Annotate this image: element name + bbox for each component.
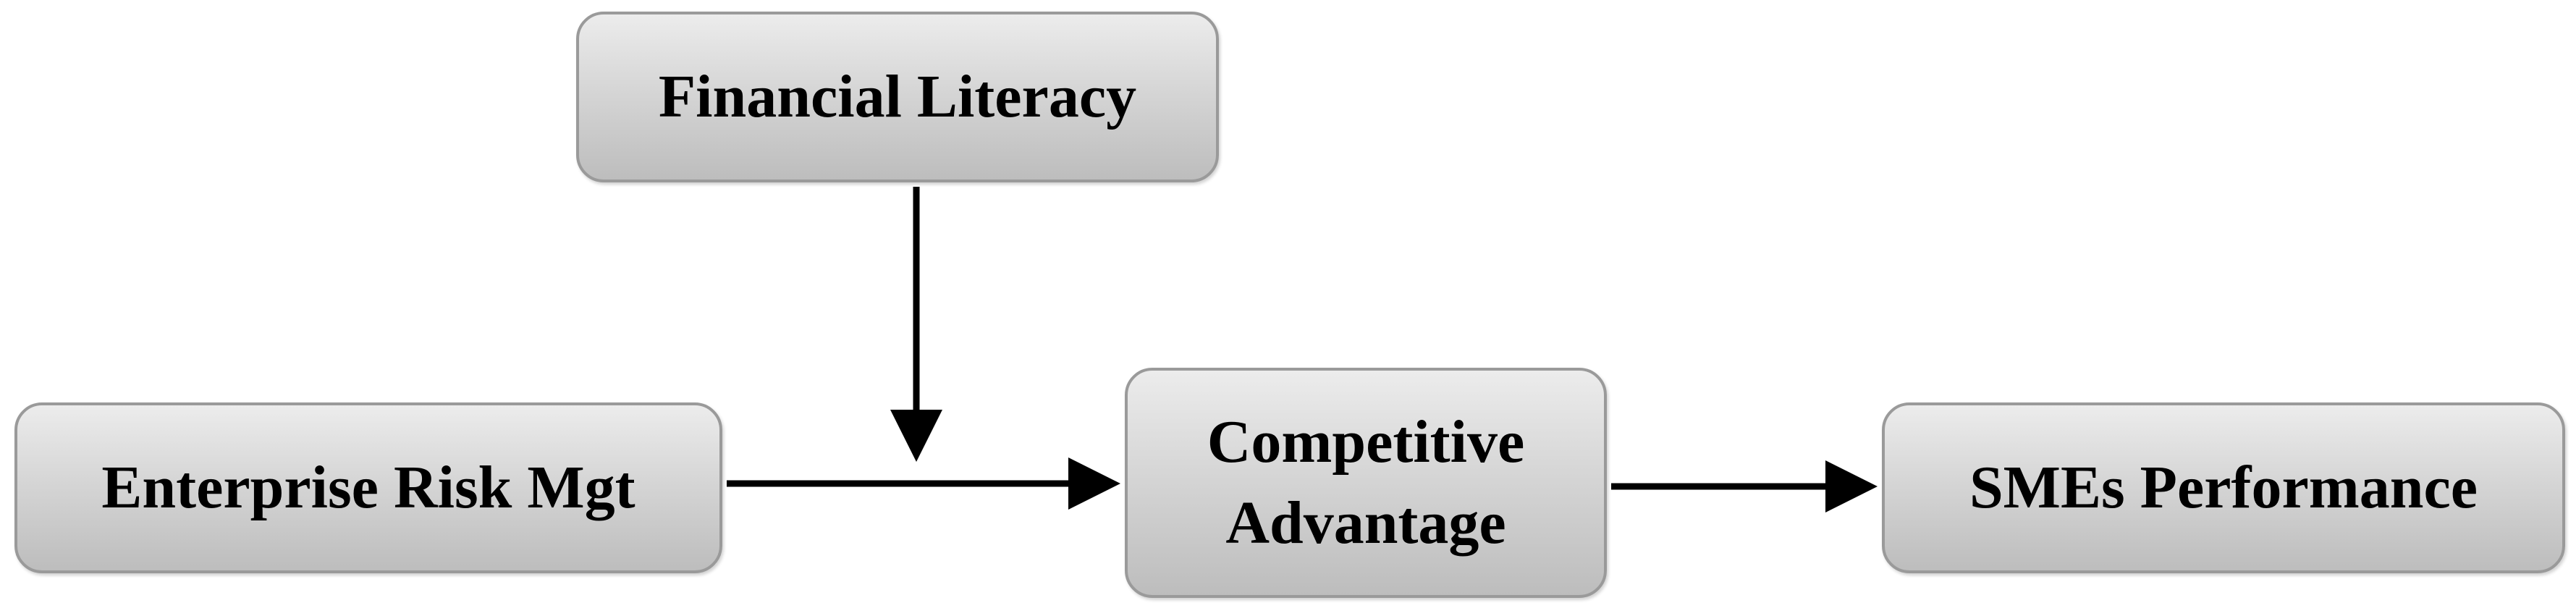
node-financial-literacy: Financial Literacy	[576, 12, 1219, 182]
node-enterprise-risk-mgt-label: Enterprise Risk Mgt	[101, 454, 635, 521]
node-competitive-advantage-label: Competitive Advantage	[1207, 408, 1525, 557]
node-smes-performance-label: SMEs Performance	[1969, 454, 2478, 521]
node-financial-literacy-label: Financial Literacy	[658, 63, 1137, 130]
node-competitive-advantage: Competitive Advantage	[1125, 368, 1607, 598]
node-enterprise-risk-mgt: Enterprise Risk Mgt	[14, 402, 722, 573]
node-smes-performance: SMEs Performance	[1882, 402, 2565, 573]
